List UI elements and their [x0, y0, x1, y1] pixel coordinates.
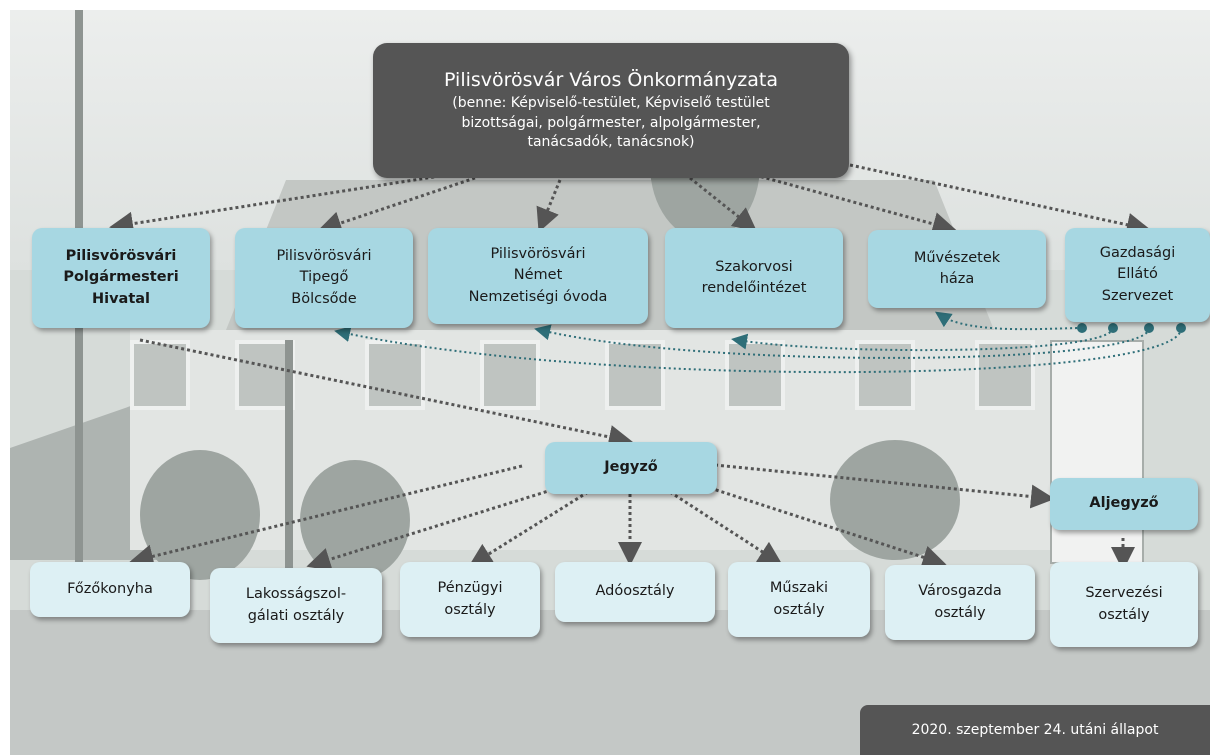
arrow-main-to-hivatal [109, 174, 441, 236]
arrow-main-to-gazdasagi [849, 163, 1151, 237]
node-varosgazda-osztaly: Városgazda osztály [885, 565, 1035, 640]
arrow-jegyzo-to-fozokonyha [129, 464, 523, 569]
node-tipego-bolcsode: Pilisvörösvári Tipegő Bölcsőde [235, 228, 413, 328]
arrow-jegyzo-to-varosgazda [709, 486, 947, 569]
node-penzugyi-osztaly: Pénzügyi osztály [400, 562, 540, 637]
service-arrow-to-szakorvosi [731, 327, 1114, 352]
connector-layer [109, 163, 1186, 571]
background-window [365, 340, 425, 410]
background-window [975, 340, 1035, 410]
background-window [855, 340, 915, 410]
background-tree [830, 440, 960, 560]
node-fozokonyha: Főzőkonyha [30, 562, 190, 617]
service-origin-dot [1077, 323, 1087, 333]
service-arrow-to-muveszetek [935, 311, 1083, 331]
main-node-subtitle: (benne: Képviselő-testület, Képviselő te… [452, 94, 770, 151]
node-aljegyzo: Aljegyző [1050, 478, 1198, 530]
service-origin-dot [1144, 323, 1154, 333]
service-origin-dot [1176, 323, 1186, 333]
hierarchy-arrows [109, 163, 1151, 571]
service-arrow-to-bolcsode [334, 326, 1183, 374]
arrow-hivatal-to-jegyzo [139, 338, 633, 449]
status-badge: 2020. szeptember 24. utáni állapot [860, 705, 1210, 755]
arrow-jegyzo-to-penzugyi [468, 490, 589, 567]
node-polgarmesteri-hivatal: Pilisvörösvári Polgármesteri Hivatal [32, 228, 210, 328]
node-muveszetek-haza: Művészetek háza [868, 230, 1046, 308]
main-node-title: Pilisvörösvár Város Önkormányzata [444, 69, 778, 92]
node-gazdasagi-ellato-szervezet: Gazdasági Ellátó Szervezet [1065, 228, 1210, 322]
main-node: Pilisvörösvár Város Önkormányzata (benne… [373, 43, 849, 178]
service-origin-dot [1108, 323, 1118, 333]
background-window [480, 340, 540, 410]
arrow-main-to-bolcsode [317, 176, 476, 235]
node-szervezesi-osztaly: Szervezési osztály [1050, 562, 1198, 647]
node-adoosztaly: Adóosztály [555, 562, 715, 622]
org-chart: Pilisvörösvár Város Önkormányzata (benne… [10, 10, 1210, 755]
service-arrow-origins [1077, 323, 1186, 333]
node-nemet-nemzetisegi-ovoda: Pilisvörösvári Német Nemzetiségi óvoda [428, 228, 648, 324]
background-window [725, 340, 785, 410]
arrow-jegyzo-to-aljegyzo [714, 463, 1055, 509]
arrow-main-to-ovoda [536, 179, 562, 233]
background-window [605, 340, 665, 410]
background-pole [285, 340, 293, 640]
arrow-main-to-szakorvosi [689, 176, 758, 232]
background-tree [140, 450, 260, 580]
arrow-jegyzo-to-lakossag [306, 486, 559, 571]
arrow-jegyzo-to-muszaki [669, 490, 783, 565]
service-arrows [334, 311, 1183, 374]
node-jegyzo: Jegyző [545, 442, 717, 494]
node-szakorvosi-rendelointezet: Szakorvosi rendelőintézet [665, 228, 843, 328]
background-window [130, 340, 190, 410]
node-muszaki-osztaly: Műszaki osztály [728, 562, 870, 637]
service-arrow-to-ovoda [534, 324, 1151, 359]
arrow-main-to-muveszetek [754, 173, 957, 236]
node-lakossagszolgalati-osztaly: Lakosságszol- gálati osztály [210, 568, 382, 643]
